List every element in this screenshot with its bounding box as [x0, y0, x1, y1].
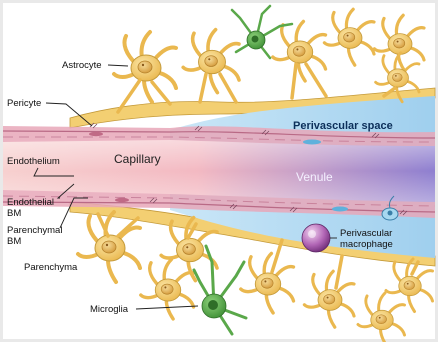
label-macrophage-2: macrophage: [340, 239, 393, 250]
pericyte-cell: [303, 140, 321, 145]
label-parenchymal-bm-2: BM: [7, 236, 21, 247]
label-macrophage-1: Perivascular: [340, 228, 392, 239]
label-perivascular-space: Perivascular space: [293, 120, 393, 132]
label-endothelial-bm-2: BM: [7, 208, 21, 219]
label-capillary: Capillary: [114, 152, 161, 166]
pericyte-cell: [332, 207, 348, 212]
label-endothelial-bm-1: Endothelial: [7, 197, 54, 208]
label-parenchymal-bm-1: Parenchymal: [7, 225, 62, 236]
label-parenchyma: Parenchyma: [24, 262, 78, 273]
label-pericyte: Pericyte: [7, 98, 41, 109]
label-endothelium: Endothelium: [7, 156, 60, 167]
label-venule: Venule: [296, 170, 333, 184]
perivascular-macrophage: [302, 224, 330, 252]
label-astrocyte: Astrocyte: [62, 60, 102, 71]
label-microglia: Microglia: [90, 304, 129, 315]
